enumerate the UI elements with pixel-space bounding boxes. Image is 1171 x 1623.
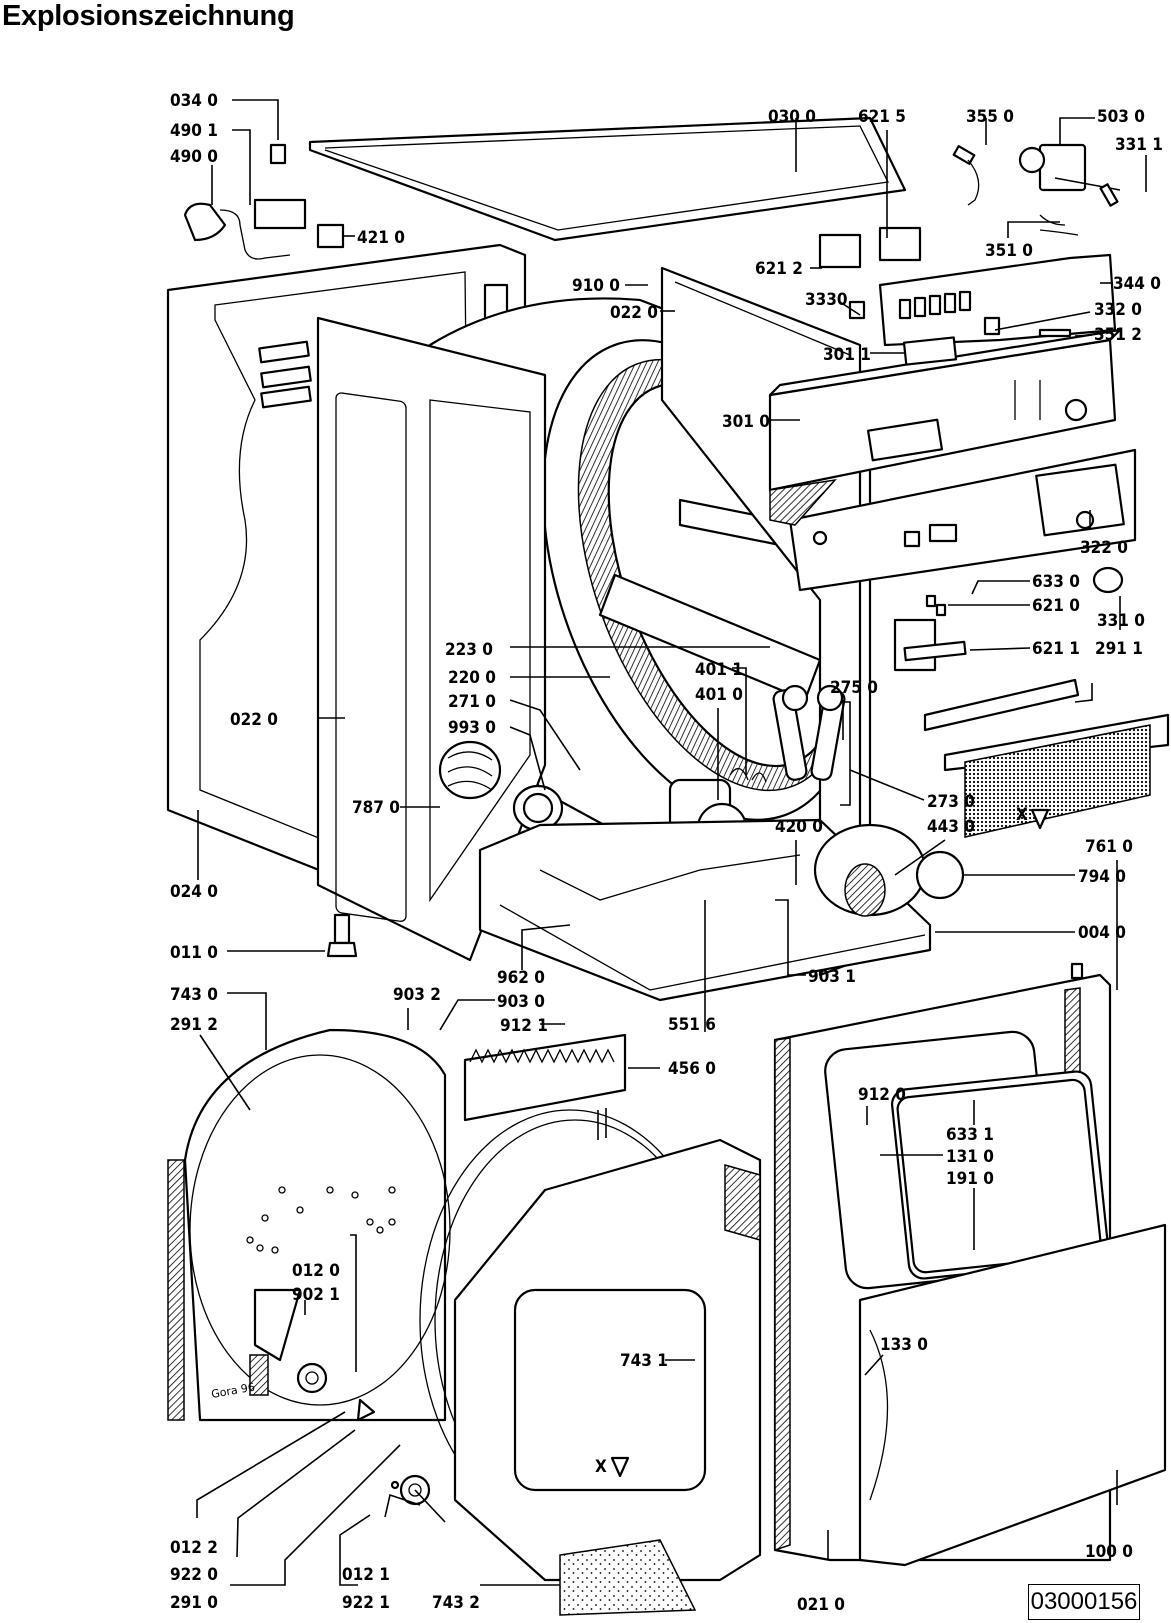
label-912-1: 912 1 — [500, 1016, 548, 1036]
label-012-2: 012 2 — [170, 1538, 218, 1558]
label-761-0: 761 0 — [1085, 837, 1133, 857]
label-962-0: 962 0 — [497, 968, 545, 988]
label-271-0: 271 0 — [448, 692, 496, 712]
label-787-0: 787 0 — [352, 798, 400, 818]
view-arrow-lower — [610, 1456, 630, 1478]
label-912-0: 912 0 — [858, 1085, 906, 1105]
part-labels: 034 0 490 1 490 0 421 0 030 0 621 5 355 … — [170, 91, 1163, 1615]
label-743-2: 743 2 — [432, 1593, 480, 1613]
label-503-0: 503 0 — [1097, 107, 1145, 127]
label-273-0: 273 0 — [927, 792, 975, 812]
door — [858, 1223, 1167, 1567]
label-922-1: 922 1 — [342, 1593, 390, 1613]
label-355-0: 355 0 — [966, 107, 1014, 127]
label-910-0: 910 0 — [572, 276, 620, 296]
front-bulkhead — [453, 1138, 762, 1616]
label-012-1: 012 1 — [342, 1565, 390, 1585]
label-022-0-right: 022 0 — [610, 303, 658, 323]
front-fascia — [769, 448, 1137, 592]
label-275-0: 275 0 — [830, 678, 878, 698]
label-301-0: 301 0 — [722, 412, 770, 432]
door-switch-assembly — [893, 566, 1124, 672]
document-number: 03000156 — [1028, 1584, 1140, 1620]
view-arrow-upper — [1030, 808, 1050, 830]
label-012-0: 012 0 — [292, 1261, 340, 1281]
label-903-1: 903 1 — [808, 967, 856, 987]
label-443-0: 443 0 — [927, 817, 975, 837]
view-marker-x-upper: X — [1016, 805, 1028, 825]
label-794-0: 794 0 — [1078, 867, 1126, 887]
label-191-0: 191 0 — [946, 1169, 994, 1189]
label-902-1: 902 1 — [292, 1285, 340, 1305]
label-490-1: 490 1 — [170, 121, 218, 141]
label-421-0: 421 0 — [357, 228, 405, 248]
label-133-0: 133 0 — [880, 1335, 928, 1355]
label-633-1: 633 1 — [946, 1125, 994, 1145]
page-title: Explosionszeichnung — [2, 0, 295, 32]
rear-bearing — [356, 1398, 446, 1523]
label-034-0: 034 0 — [170, 91, 218, 111]
label-291-1: 291 1 — [1095, 639, 1143, 659]
label-922-0: 922 0 — [170, 1565, 218, 1585]
label-030-0: 030 0 — [768, 107, 816, 127]
lint-filter — [923, 678, 1170, 838]
label-993-0: 993 0 — [448, 718, 496, 738]
label-291-0: 291 0 — [170, 1593, 218, 1613]
heater-coil — [438, 740, 564, 832]
label-456-0: 456 0 — [668, 1059, 716, 1079]
label-004-0: 004 0 — [1078, 923, 1126, 943]
label-333-0: 3330 — [805, 290, 848, 310]
screw — [326, 913, 358, 958]
label-621-1: 621 1 — [1032, 639, 1080, 659]
label-291-2: 291 2 — [170, 1015, 218, 1035]
label-011-0: 011 0 — [170, 943, 218, 963]
label-322-0: 322 0 — [1080, 538, 1128, 558]
label-420-0: 420 0 — [775, 817, 823, 837]
label-351-0: 351 0 — [985, 241, 1033, 261]
view-marker-x-lower: X — [595, 1457, 607, 1477]
leader-lines — [196, 99, 1147, 1586]
vent-holes — [246, 1186, 396, 1254]
top-cover — [308, 116, 907, 242]
label-131-0: 131 0 — [946, 1147, 994, 1167]
label-022-0-left: 022 0 — [230, 710, 278, 730]
label-220-0: 220 0 — [448, 668, 496, 688]
label-100-0: 100 0 — [1085, 1542, 1133, 1562]
control-panel — [768, 328, 1122, 492]
label-351-2: 351 2 — [1094, 325, 1142, 345]
label-024-0: 024 0 — [170, 882, 218, 902]
label-331-1: 331 1 — [1115, 135, 1163, 155]
label-021-0: 021 0 — [797, 1595, 845, 1615]
label-621-5: 621 5 — [858, 107, 906, 127]
heater-element — [463, 1033, 627, 1140]
label-401-0: 401 0 — [695, 685, 743, 705]
label-743-1: 743 1 — [620, 1351, 668, 1371]
label-223-0: 223 0 — [445, 640, 493, 660]
label-301-1: 301 1 — [823, 345, 871, 365]
label-551-6: 551 6 — [668, 1015, 716, 1035]
label-401-1: 401 1 — [695, 660, 743, 680]
label-490-0: 490 0 — [170, 147, 218, 167]
label-344-0: 344 0 — [1113, 274, 1161, 294]
label-633-0: 633 0 — [1032, 572, 1080, 592]
label-743-0: 743 0 — [170, 985, 218, 1005]
label-331-0: 331 0 — [1097, 611, 1145, 631]
label-903-0: 903 0 — [497, 992, 545, 1012]
control-board — [818, 226, 1117, 366]
label-621-2: 621 2 — [755, 259, 803, 279]
base-frame — [478, 818, 965, 1002]
rear-wall — [167, 1028, 451, 1422]
drawing: X X Gora 96 — [166, 116, 1170, 1616]
label-903-2: 903 2 — [393, 985, 441, 1005]
label-332-0: 332 0 — [1094, 300, 1142, 320]
label-621-0: 621 0 — [1032, 596, 1080, 616]
